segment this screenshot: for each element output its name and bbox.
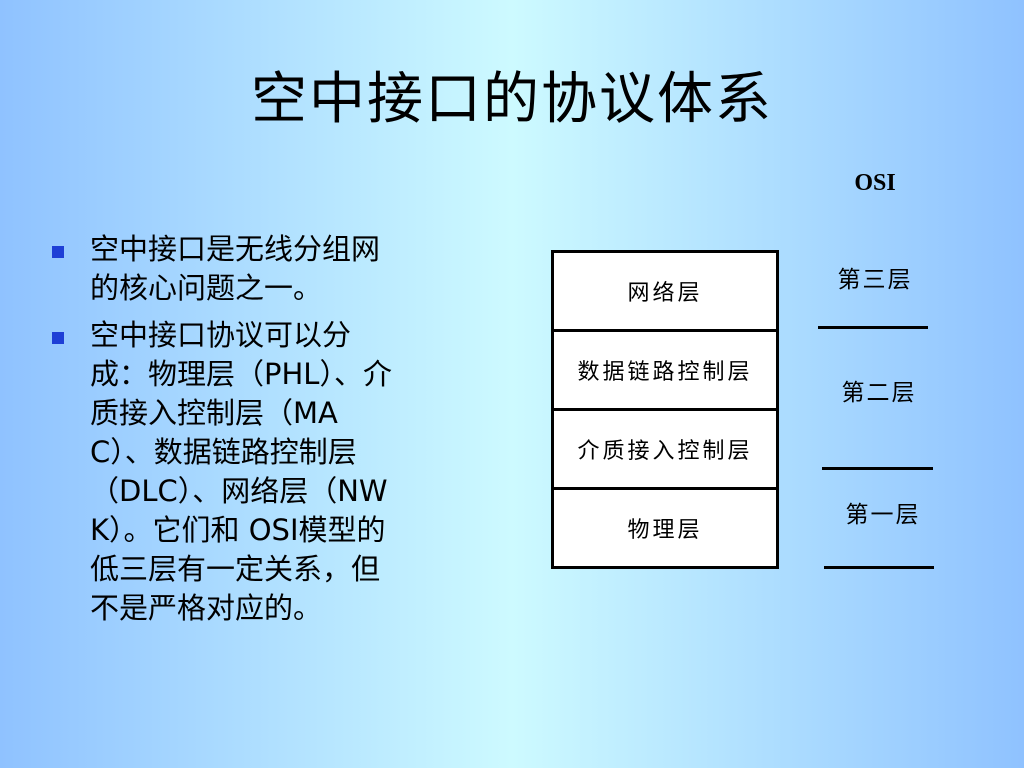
square-bullet-icon bbox=[52, 246, 64, 258]
bullet-text: 空中接口是无线分组网的核心问题之一。 bbox=[90, 232, 381, 305]
protocol-stack: 网络层 数据链路控制层 介质接入控制层 物理层 bbox=[551, 250, 779, 569]
osi-divider-1-bottom bbox=[824, 566, 934, 569]
osi-layer-3-label: 第三层 bbox=[837, 267, 913, 293]
stack-layer-data-link-control: 数据链路控制层 bbox=[554, 332, 776, 411]
bullet-item: 空中接口协议可以分成：物理层（PHL）、介质接入控制层（MAC）、数据链路控制层… bbox=[48, 316, 418, 628]
slide-title: 空中接口的协议体系 bbox=[251, 67, 773, 132]
osi-layer-2-label: 第二层 bbox=[841, 380, 917, 406]
bullet-item: 空中接口是无线分组网的核心问题之一。 bbox=[48, 230, 418, 308]
osi-label: OSI bbox=[854, 170, 896, 196]
osi-layer-1-label: 第一层 bbox=[845, 502, 921, 528]
osi-divider-3-2 bbox=[818, 326, 928, 329]
bullet-list: 空中接口是无线分组网的核心问题之一。 空中接口协议可以分成：物理层（PHL）、介… bbox=[48, 230, 418, 636]
stack-layer-network: 网络层 bbox=[554, 253, 776, 332]
osi-divider-2-1 bbox=[822, 467, 933, 470]
bullet-text: 空中接口协议可以分成：物理层（PHL）、介质接入控制层（MAC）、数据链路控制层… bbox=[90, 318, 392, 625]
stack-layer-physical: 物理层 bbox=[627, 518, 703, 543]
square-bullet-icon bbox=[52, 332, 64, 344]
stack-layer-medium-access-control: 介质接入控制层 bbox=[554, 411, 776, 490]
